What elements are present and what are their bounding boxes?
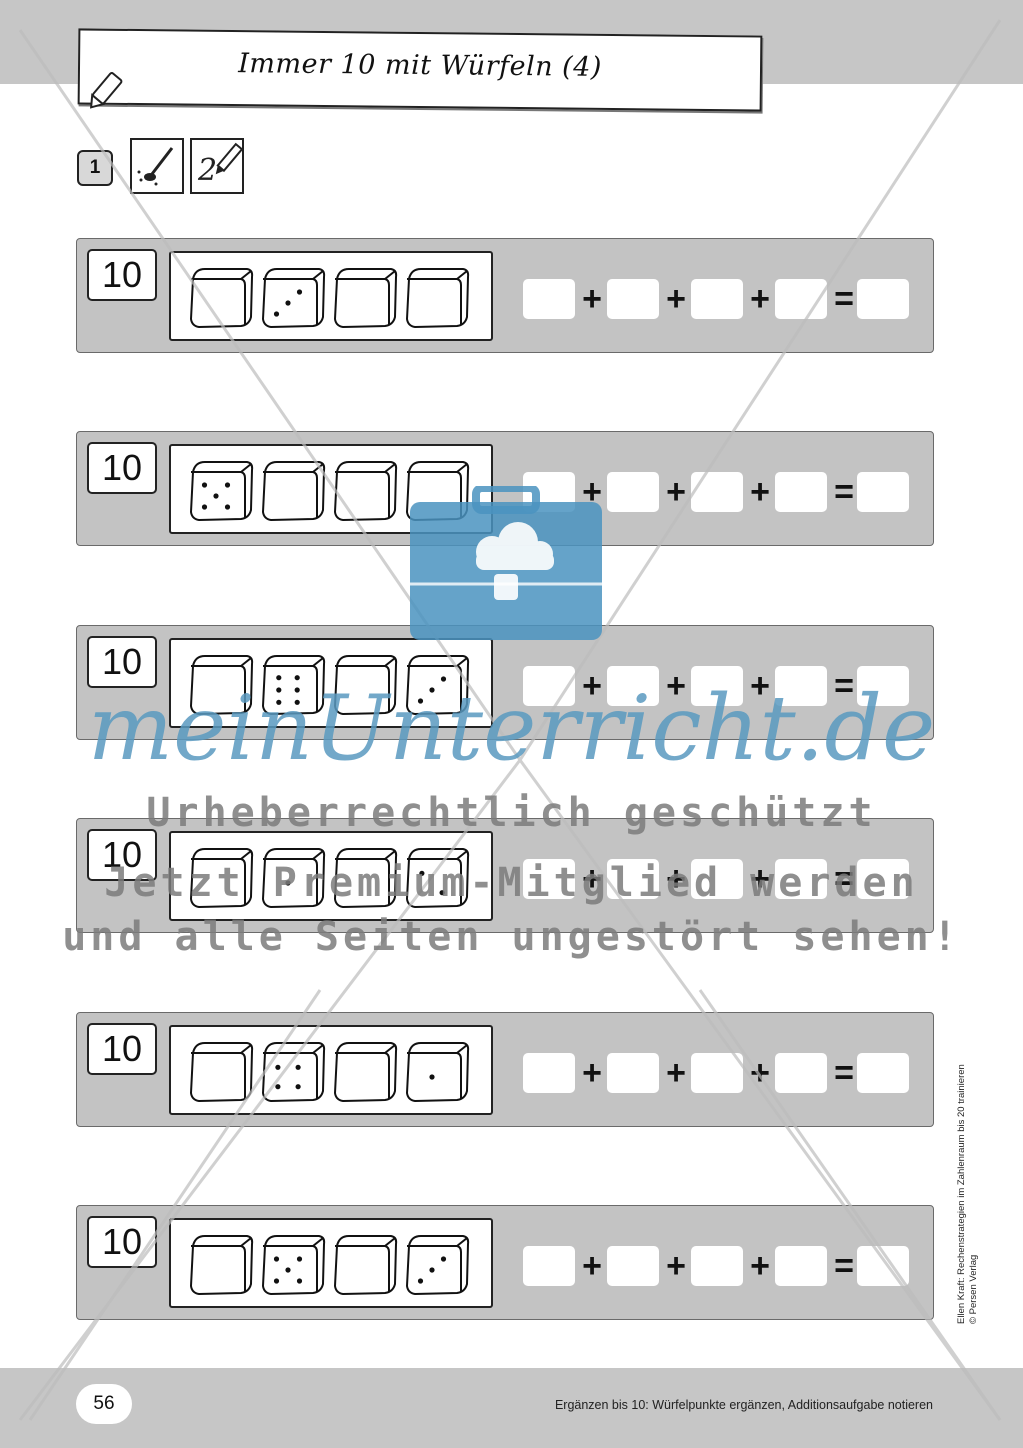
answer-box[interactable] bbox=[857, 472, 909, 512]
die-pips-1 bbox=[403, 1039, 471, 1103]
writing-pencil-icon: 2 bbox=[190, 138, 244, 194]
addend-box[interactable] bbox=[523, 1246, 575, 1286]
die-blank[interactable] bbox=[331, 1039, 399, 1103]
addend-box[interactable] bbox=[775, 472, 827, 512]
addend-box[interactable] bbox=[607, 1053, 659, 1093]
plus-sign: + bbox=[750, 1247, 770, 1285]
plus-sign: + bbox=[666, 473, 686, 511]
die-blank[interactable] bbox=[331, 458, 399, 522]
target-sum: 10 bbox=[87, 1023, 157, 1075]
paint-brush-icon bbox=[130, 138, 184, 194]
die-pips-3 bbox=[259, 265, 327, 329]
plus-sign: + bbox=[666, 1247, 686, 1285]
die-pips-4 bbox=[259, 1039, 327, 1103]
dice-frame bbox=[169, 1218, 493, 1308]
addend-box[interactable] bbox=[523, 1053, 575, 1093]
addend-box[interactable] bbox=[607, 1246, 659, 1286]
dice-frame bbox=[169, 1025, 493, 1115]
addition-equation: + + + = bbox=[523, 1053, 909, 1093]
target-sum: 10 bbox=[87, 442, 157, 494]
answer-box[interactable] bbox=[857, 279, 909, 319]
exercise-row: 10 + + + = bbox=[76, 238, 934, 353]
watermark-copyright: Urheberrechtlich geschützt bbox=[146, 790, 877, 836]
side-credit: Ellen Kraft: Rechenstrategien im Zahlenr… bbox=[956, 1034, 984, 1324]
equals-sign: = bbox=[834, 473, 854, 511]
plus-sign: + bbox=[666, 1054, 686, 1092]
plus-sign: + bbox=[582, 280, 602, 318]
die-blank[interactable] bbox=[187, 1039, 255, 1103]
addend-box[interactable] bbox=[691, 1053, 743, 1093]
watermark-see-pages: und alle Seiten ungestört sehen! bbox=[62, 914, 961, 960]
pencil-icon bbox=[90, 71, 123, 109]
die-blank[interactable] bbox=[331, 1232, 399, 1296]
die-blank[interactable] bbox=[187, 1232, 255, 1296]
addend-box[interactable] bbox=[775, 1053, 827, 1093]
title-card: Immer 10 mit Würfeln (4) bbox=[77, 28, 763, 112]
plus-sign: + bbox=[750, 473, 770, 511]
exercise-row: 10 + + + = bbox=[76, 1012, 934, 1127]
addend-box[interactable] bbox=[691, 1246, 743, 1286]
worksheet-title: Immer 10 mit Würfeln (4) bbox=[238, 48, 603, 83]
die-blank[interactable] bbox=[331, 265, 399, 329]
svg-text:2: 2 bbox=[197, 153, 217, 188]
side-credit-author: Ellen Kraft: Rechenstrategien im Zahlenr… bbox=[956, 1064, 967, 1324]
die-pips-5 bbox=[259, 1232, 327, 1296]
die-pips-5 bbox=[187, 458, 255, 522]
target-sum: 10 bbox=[87, 249, 157, 301]
die-blank[interactable] bbox=[259, 458, 327, 522]
exercise-row: 10 + + + = bbox=[76, 1205, 934, 1320]
side-credit-publisher: © Persen Verlag bbox=[968, 1254, 979, 1324]
task-number: 1 bbox=[77, 150, 113, 186]
plus-sign: + bbox=[666, 280, 686, 318]
answer-box[interactable] bbox=[857, 1053, 909, 1093]
addition-equation: + + + = bbox=[523, 1246, 909, 1286]
addend-box[interactable] bbox=[775, 1246, 827, 1286]
page-number: 56 bbox=[76, 1384, 132, 1424]
addend-box[interactable] bbox=[607, 472, 659, 512]
plus-sign: + bbox=[750, 280, 770, 318]
footer-caption: Ergänzen bis 10: Würfelpunkte ergänzen, … bbox=[554, 1398, 933, 1412]
addend-box[interactable] bbox=[691, 472, 743, 512]
plus-sign: + bbox=[582, 1247, 602, 1285]
watermark-logo: meinUnterricht.de bbox=[87, 676, 936, 781]
die-blank[interactable] bbox=[403, 265, 471, 329]
dice-frame bbox=[169, 251, 493, 341]
answer-box[interactable] bbox=[857, 1246, 909, 1286]
briefcase-icon bbox=[410, 486, 602, 640]
target-sum: 10 bbox=[87, 1216, 157, 1268]
equals-sign: = bbox=[834, 1054, 854, 1092]
addend-box[interactable] bbox=[691, 279, 743, 319]
watermark-premium: Jetzt Premium-Mitglied werden bbox=[104, 860, 919, 906]
plus-sign: + bbox=[582, 1054, 602, 1092]
die-blank[interactable] bbox=[187, 265, 255, 329]
addend-box[interactable] bbox=[607, 279, 659, 319]
addend-box[interactable] bbox=[775, 279, 827, 319]
addition-equation: + + + = bbox=[523, 279, 909, 319]
equals-sign: = bbox=[834, 280, 854, 318]
plus-sign: + bbox=[750, 1054, 770, 1092]
addend-box[interactable] bbox=[523, 279, 575, 319]
equals-sign: = bbox=[834, 1247, 854, 1285]
die-pips-3 bbox=[403, 1232, 471, 1296]
